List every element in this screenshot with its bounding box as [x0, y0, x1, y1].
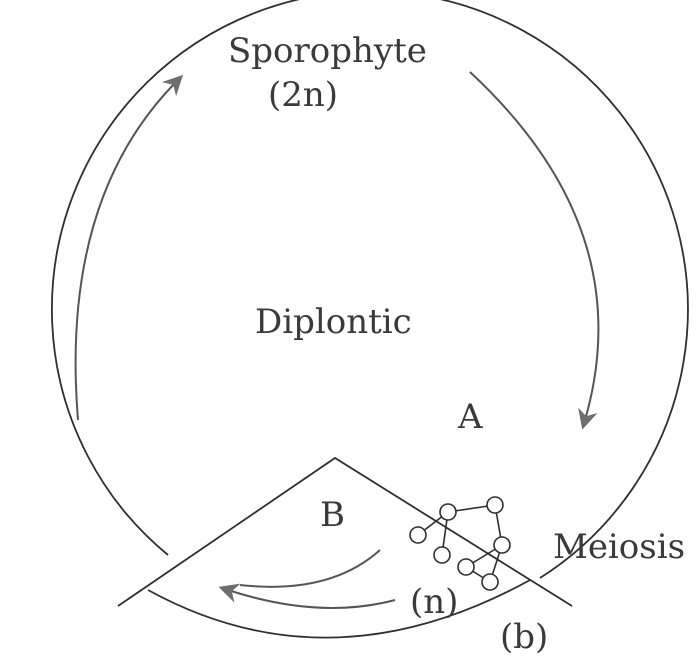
stage-b-label: B [320, 495, 345, 535]
cell-circle [433, 546, 451, 564]
left-arrow [74, 74, 184, 421]
cell-circle [409, 526, 427, 544]
stage-a-label: A [458, 397, 483, 437]
meiosis-cell-cluster [409, 496, 511, 591]
cell-circle [439, 503, 457, 521]
part-b-label: (b) [500, 617, 549, 657]
inner-cycle-ring [147, 579, 531, 639]
ploidy-2n-label: (2n) [268, 75, 339, 115]
gametophyte-wedge [117, 456, 573, 607]
ploidy-n-label: (n) [410, 582, 459, 622]
meiosis-label: Meiosis [553, 527, 686, 567]
cell-circle [481, 573, 499, 591]
cell-circle [493, 536, 511, 554]
cell-circle [457, 558, 475, 576]
outer-cycle-ring [51, 0, 689, 579]
diplontic-label: Diplontic [255, 302, 412, 342]
cell-circle [486, 496, 504, 514]
right-arrow [469, 71, 600, 430]
bottom-arrow-lower [218, 583, 396, 609]
sporophyte-label: Sporophyte [228, 31, 427, 71]
bottom-arrow-upper [239, 549, 381, 588]
